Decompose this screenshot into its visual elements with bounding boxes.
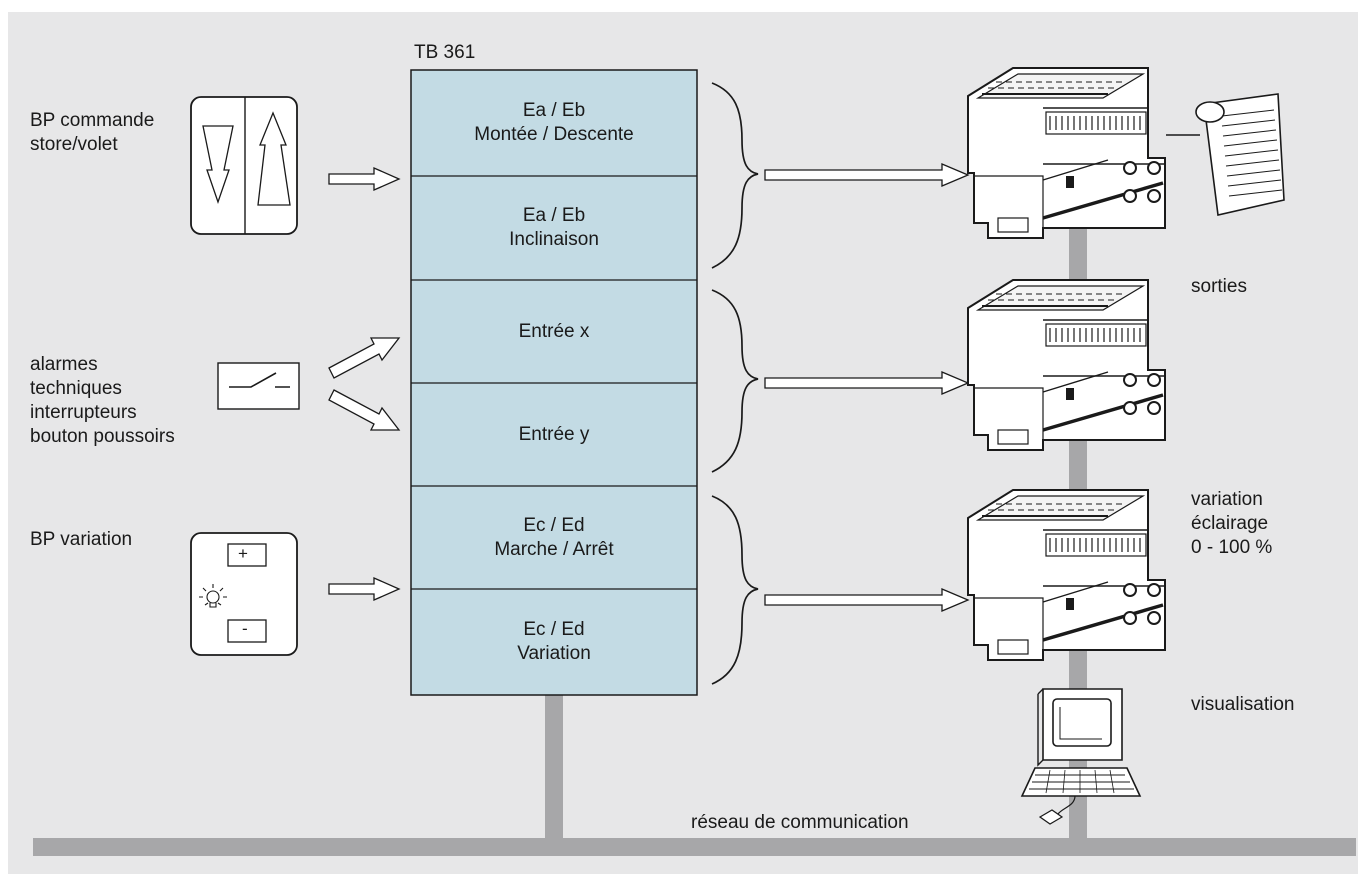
actuator-dimming — [966, 488, 1167, 662]
bus-drop-device — [545, 690, 563, 840]
curly-brace-icon — [711, 82, 759, 685]
dimmer-button-label: BP variation — [30, 529, 133, 550]
computer-terminal-icon — [1020, 688, 1142, 825]
cell-blind-tilt-text: Ea / Eb Inclinaison — [509, 205, 599, 250]
blind-button-label: BP commande store/volet — [30, 110, 155, 155]
actuator-blinds — [966, 66, 1167, 240]
dimmer-plus-label: + — [238, 544, 248, 563]
communication-bus — [33, 838, 1356, 856]
outputs-label: sorties — [1191, 276, 1247, 297]
cell-blind-tilt: Ea / Eb Inclinaison — [411, 176, 697, 280]
blind-updown-button-icon — [190, 96, 298, 235]
network-label: réseau de communication — [691, 812, 909, 833]
cell-input-x-text: Entrée x — [518, 320, 590, 342]
device-title: TB 361 — [414, 42, 476, 63]
roller-blind-icon — [1166, 93, 1285, 216]
tb361-device — [410, 69, 698, 696]
dimming-label: variation éclairage 0 - 100 % — [1191, 489, 1273, 558]
cell-input-y: Entrée y — [411, 383, 697, 486]
contact-switch-icon — [217, 362, 300, 410]
cell-dimmer-variation: Ec / Ed Variation — [411, 589, 697, 695]
cell-blind-updown-text: Ea / Eb Montée / Descente — [474, 100, 634, 145]
lamp-icon — [199, 584, 227, 608]
cell-input-x: Entrée x — [411, 280, 697, 383]
cell-dimmer-variation-text: Ec / Ed Variation — [517, 619, 591, 664]
cell-dimmer-onoff: Ec / Ed Marche / Arrêt — [411, 486, 697, 589]
cell-blind-updown: Ea / Eb Montée / Descente — [411, 70, 697, 176]
dimmer-button-icon — [190, 532, 298, 656]
cell-dimmer-onoff-text: Ec / Ed Marche / Arrêt — [494, 514, 614, 560]
dimmer-minus-label: - — [242, 619, 248, 638]
visualisation-label: visualisation — [1191, 694, 1295, 715]
contacts-label: alarmes techniques interrupteurs bouton … — [30, 354, 175, 447]
arrow-icon — [328, 163, 970, 612]
actuator-switching — [966, 278, 1167, 452]
cell-input-y-text: Entrée y — [518, 423, 590, 445]
